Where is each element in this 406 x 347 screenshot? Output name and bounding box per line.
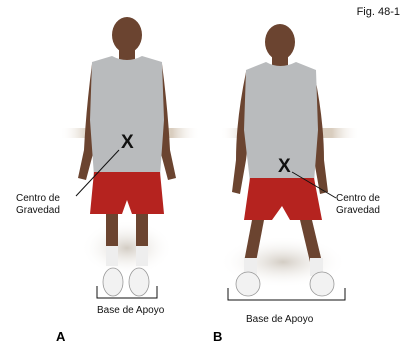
right-leg-a xyxy=(136,214,148,250)
right-shoe-b xyxy=(310,272,334,296)
head-b xyxy=(265,24,295,60)
neck-a xyxy=(119,50,135,60)
center-label-b: Centro de Gravedad xyxy=(336,193,380,217)
person-a xyxy=(78,17,176,296)
center-label-b-line1: Centro de xyxy=(336,193,380,205)
shorts-a xyxy=(90,172,164,214)
head-a xyxy=(112,17,142,53)
left-sock-a xyxy=(106,246,118,266)
figure-label: Fig. 48-1 xyxy=(357,6,400,18)
center-label-a-line1: Centro de xyxy=(16,193,60,205)
left-shoe-a xyxy=(103,268,123,296)
left-shoe-b xyxy=(236,272,260,296)
shadow-a xyxy=(81,220,173,276)
center-label-b-line2: Gravedad xyxy=(336,205,380,217)
left-leg-a xyxy=(106,214,118,250)
center-mark-b: X xyxy=(278,157,291,176)
base-label-b: Base de Apoyo xyxy=(246,314,326,325)
base-label-a: Base de Apoyo xyxy=(97,305,177,316)
shorts-b xyxy=(244,178,322,220)
right-shoe-a xyxy=(129,268,149,296)
shirt-a xyxy=(90,56,164,176)
center-mark-a: X xyxy=(121,133,134,152)
panel-letter-b: B xyxy=(213,329,222,344)
panel-letter-a: A xyxy=(56,329,65,344)
center-label-a-line2: Gravedad xyxy=(16,205,60,217)
right-sock-a xyxy=(136,246,148,266)
center-label-a: Centro de Gravedad xyxy=(16,193,60,217)
